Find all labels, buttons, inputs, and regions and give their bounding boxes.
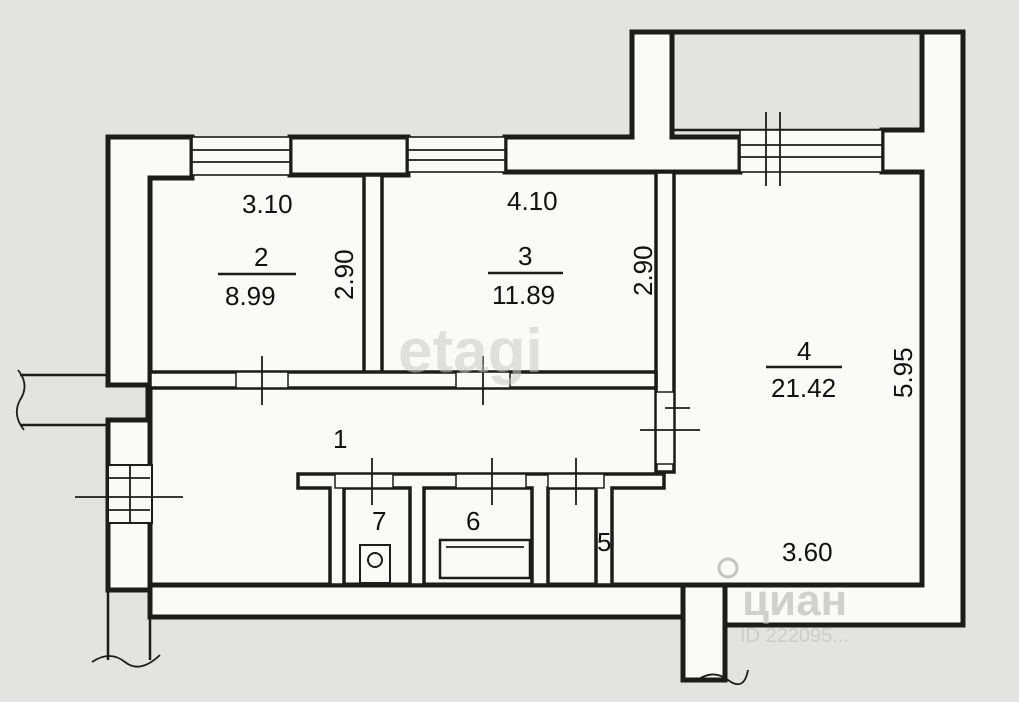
toilet-bowl-icon bbox=[367, 552, 383, 568]
partitions bbox=[148, 170, 700, 587]
room-3-width: 4.10 bbox=[507, 186, 558, 216]
room-4-width: 3.60 bbox=[782, 537, 833, 567]
room-5-number: 5 bbox=[597, 527, 611, 557]
watermarks: etagi циан ID 222095... bbox=[398, 317, 849, 647]
room-6-number: 6 bbox=[466, 506, 480, 536]
etagi-watermark: etagi bbox=[398, 317, 543, 386]
room-2-number: 2 bbox=[254, 242, 268, 272]
room-4-depth: 5.95 bbox=[888, 347, 918, 398]
cian-id-watermark: ID 222095... bbox=[740, 625, 849, 647]
room-7-number: 7 bbox=[372, 506, 386, 536]
room-2-area: 8.99 bbox=[225, 281, 276, 311]
cian-logo-icon bbox=[717, 557, 739, 579]
room-1-number: 1 bbox=[333, 424, 347, 454]
windows bbox=[191, 112, 883, 186]
room-4-area: 21.42 bbox=[771, 373, 836, 403]
room-2-width: 3.10 bbox=[242, 189, 293, 219]
toilet-icon bbox=[359, 544, 391, 584]
room-3-area: 11.89 bbox=[492, 280, 555, 310]
room-labels: 1 3.10 2 8.99 2.90 4.10 3 11.89 2.90 4 2… bbox=[218, 186, 918, 567]
room-2-depth: 2.90 bbox=[329, 249, 359, 300]
room-4-number: 4 bbox=[797, 336, 811, 366]
cian-watermark: циан bbox=[742, 576, 847, 625]
fixtures bbox=[359, 538, 532, 584]
room-3-depth: 2.90 bbox=[628, 245, 658, 296]
room-3-number: 3 bbox=[518, 241, 532, 271]
bathtub-icon bbox=[438, 538, 532, 580]
